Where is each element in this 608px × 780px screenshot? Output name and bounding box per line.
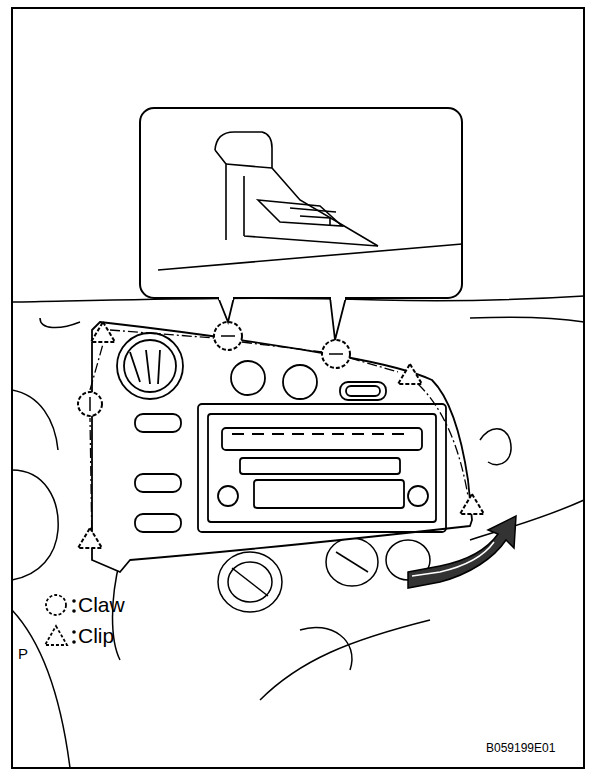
dashboard-background xyxy=(12,296,584,768)
clip-symbol xyxy=(78,322,484,548)
page-mark: P xyxy=(18,646,28,663)
claw-swatch xyxy=(44,592,78,618)
legend-text: Claw xyxy=(78,593,125,616)
claw-symbol xyxy=(78,322,350,416)
legend-text: Clip xyxy=(78,624,114,647)
legend-item: Claw xyxy=(44,592,125,618)
legend-item: Clip xyxy=(44,623,114,649)
frame xyxy=(12,8,584,768)
cluster-finish-panel xyxy=(92,322,472,572)
removal-path xyxy=(90,330,468,548)
removal-arrow xyxy=(408,516,516,588)
claw-mark xyxy=(90,336,343,411)
clip-swatch xyxy=(44,623,78,649)
figure-code: B059199E01 xyxy=(486,742,555,755)
detail-inset xyxy=(140,108,462,340)
